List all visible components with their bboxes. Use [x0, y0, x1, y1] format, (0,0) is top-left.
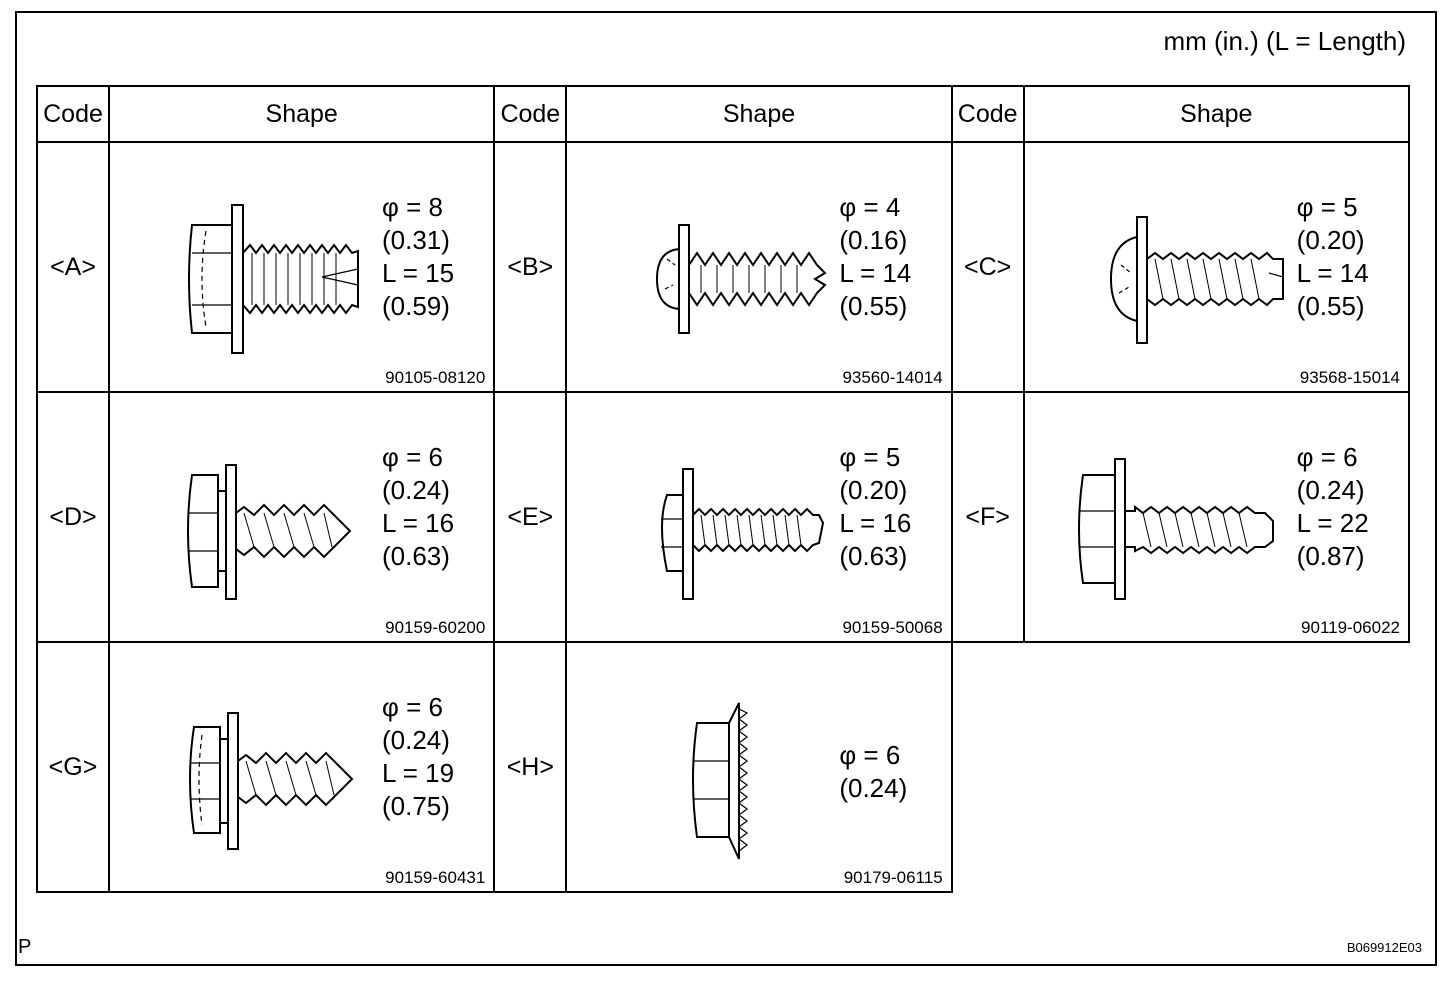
pan-head-tapping-screw-icon — [656, 224, 827, 334]
diagram-frame — [15, 11, 1437, 966]
shape-cell-h: φ = 6 (0.24) 90179-06115 — [565, 641, 953, 893]
code-cell-a: <A> — [36, 141, 110, 393]
shape-cell-a: φ = 8 (0.31) L = 15 (0.59) 90105-08120 — [107, 141, 496, 393]
dimensions: φ = 8 (0.31) L = 15 (0.59) — [382, 192, 455, 321]
part-number: 90179-06115 — [843, 868, 943, 887]
shape-cell-e: φ = 5 (0.20) L = 16 (0.63) 90159-50068 — [565, 391, 953, 643]
header-code: Code — [36, 85, 110, 143]
table-row: <G> φ = 6 (0.24) L = 19 (0.75) 901 — [36, 641, 1409, 893]
dimensions: φ = 6 (0.24) L = 22 (0.87) — [1296, 442, 1369, 571]
shape-cell-c: φ = 5 (0.20) L = 14 (0.55) 93568-15014 — [1022, 141, 1411, 393]
code-cell-c: <C> — [950, 141, 1025, 393]
empty-cell — [1024, 642, 1409, 892]
code-cell-g: <G> — [36, 641, 110, 893]
flange-bolt-icon — [188, 204, 359, 354]
figure-id: B069912E03 — [1346, 940, 1422, 955]
part-number: 90105-08120 — [385, 368, 486, 387]
table-row: <A> φ = 8 (0.31) L = 15 (0.59) 901 — [36, 141, 1411, 393]
code-cell-h: <H> — [493, 641, 568, 893]
header-code: Code — [493, 85, 568, 143]
serrated-flange-nut-icon — [692, 702, 749, 860]
shape-cell-g: φ = 6 (0.24) L = 19 (0.75) 90159-60431 — [107, 641, 496, 893]
fastener-table: Code Shape Code Shape Code Shape <A> φ = — [36, 85, 1411, 893]
part-number: 93560-14014 — [842, 368, 943, 387]
hex-washer-tapping-screw-icon — [189, 712, 354, 850]
code-cell-e: <E> — [493, 391, 568, 643]
header-shape: Shape — [107, 85, 496, 143]
shape-cell-b: φ = 4 (0.16) L = 14 (0.55) 93560-14014 — [565, 141, 953, 393]
header-code: Code — [950, 85, 1025, 143]
dimensions: φ = 6 (0.24) — [839, 740, 908, 803]
dimensions: φ = 5 (0.20) L = 16 (0.63) — [839, 442, 912, 571]
page-mark: P — [18, 936, 32, 958]
table-row: <D> φ = 6 (0.24) L = 16 (0.63) 90159-602… — [36, 391, 1411, 643]
code-cell-f: <F> — [950, 391, 1025, 643]
code-cell-b: <B> — [493, 141, 568, 393]
dimensions: φ = 6 (0.24) L = 16 (0.63) — [382, 442, 455, 571]
part-number: 90119-06022 — [1301, 618, 1400, 637]
header-row: Code Shape Code Shape Code Shape — [36, 85, 1411, 143]
hex-bolt-icon — [1077, 458, 1274, 600]
code-cell-d: <D> — [36, 391, 110, 643]
units-note: mm (in.) (L = Length) — [1163, 26, 1406, 56]
hex-tapping-screw-icon — [187, 464, 352, 600]
shape-cell-f: φ = 6 (0.24) L = 22 (0.87) 90119-06022 — [1022, 391, 1411, 643]
dimensions: φ = 4 (0.16) L = 14 (0.55) — [839, 192, 912, 321]
part-number: 90159-60200 — [385, 618, 486, 637]
pan-head-screw-icon — [1109, 216, 1284, 344]
dimensions: φ = 5 (0.20) L = 14 (0.55) — [1296, 192, 1369, 321]
empty-cell — [952, 642, 1024, 892]
dimensions: φ = 6 (0.24) L = 19 (0.75) — [382, 692, 455, 821]
shape-cell-d: φ = 6 (0.24) L = 16 (0.63) 90159-60200 — [107, 391, 496, 643]
header-shape: Shape — [1022, 85, 1411, 143]
part-number: 90159-60431 — [385, 868, 486, 887]
washer-head-screw-icon — [661, 468, 825, 600]
part-number: 93568-15014 — [1299, 368, 1400, 387]
part-number: 90159-50068 — [842, 618, 943, 637]
header-shape: Shape — [565, 85, 953, 143]
